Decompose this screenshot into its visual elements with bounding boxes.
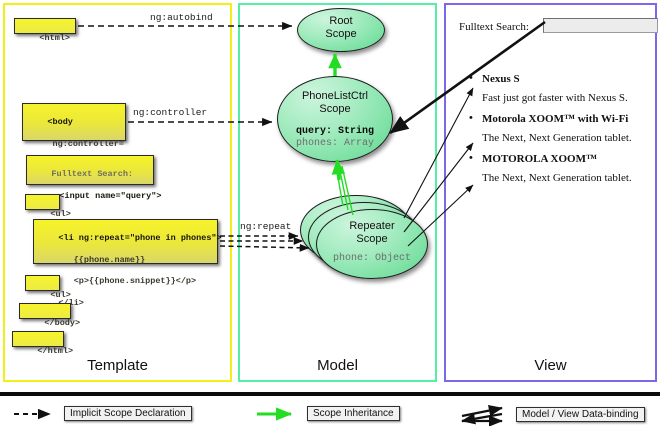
body-open-line2: ng:controller= [47,138,124,149]
legend-bidirectional-arrow-icon [461,404,503,426]
list-item[interactable]: Nexus S Fast just got faster with Nexus … [466,72,656,104]
legend-inheritance-label: Scope Inheritance [307,406,400,421]
li-line4: </li> [58,298,84,309]
html-close-text: </html> [37,345,74,356]
li-line3: <p>{{phone.snippet}}</p> [58,276,197,287]
ul-close-text: <ul> [50,289,71,300]
template-box-ul-open: <ul> [25,194,71,219]
legend-implicit: Implicit Scope Declaration [12,406,192,421]
body-close-text: </body> [44,317,81,328]
scope-repeater-prop-phone: phone: Object [332,253,411,265]
panel-template-title: Template [87,357,148,374]
li-line1: <li ng:repeat="phone in phones"> [58,232,222,243]
view-phone-list: Nexus S Fast just got faster with Nexus … [466,72,656,193]
label-ng-repeat: ng:repeat [240,221,292,232]
view-item-snippet: Fast just got faster with Nexus S. [482,92,628,104]
legend-inheritance: Scope Inheritance [255,406,400,421]
scope-root-line1: Root [329,15,353,27]
legend: Implicit Scope Declaration Scope Inherit… [0,400,660,435]
scope-phonelistctrl: PhoneListCtrl Scope query: String phones… [277,76,393,162]
legend-green-arrow-icon [257,406,293,421]
template-search-input-tag: <input name="query"> [59,190,162,201]
scope-repeater: Repeater Scope phone: Object [316,209,428,279]
scope-ctrl-prop-query: query: String [295,126,374,138]
panel-view: View Fulltext Search: Nexus S Fast just … [444,3,658,382]
template-box-html-close: </html> [12,331,73,356]
legend-databinding-label: Model / View Data-binding [516,406,645,422]
body-open-line1: <body [47,116,73,127]
ul-open-text: <ul> [50,208,71,219]
legend-implicit-label: Implicit Scope Declaration [64,406,192,421]
scope-root-line2: Scope [325,27,357,40]
label-ng-autobind: ng:autobind [150,12,213,23]
template-box-search: Fulltext Search: <input name="query"> [26,155,161,201]
view-item-name: Nexus S [466,72,656,85]
view-item-snippet: The Next, Next Generation tablet. [482,132,632,144]
panel-model: Model [238,3,437,382]
legend-dashed-arrow-icon [14,408,51,419]
li-line2: {{phone.name}} [58,254,146,265]
view-item-snippet: The Next, Next Generation tablet. [482,172,632,184]
panel-model-title: Model [317,357,358,374]
list-item[interactable]: MOTOROLA XOOM™ The Next, Next Generation… [466,152,656,184]
template-box-body-open: <body ng:controller= "PhoneListCtrl"> [22,103,134,170]
scope-ctrl-line2: Scope [319,102,351,115]
view-item-name: Motorola XOOM™ with Wi-Fi [466,112,656,125]
html-open-text: <html> [39,32,71,43]
legend-divider [0,392,660,396]
view-item-name: MOTOROLA XOOM™ [466,152,656,165]
label-ng-controller: ng:controller [133,107,208,118]
template-box-ul-close: <ul> [25,275,71,300]
template-box-body-close: </body> [19,303,80,328]
list-item[interactable]: Motorola XOOM™ with Wi-Fi The Next, Next… [466,112,656,144]
template-box-html-open: <html> [14,18,76,43]
scope-ctrl-prop-phones: phones: Array [295,138,374,150]
scope-ctrl-line1: PhoneListCtrl [301,90,369,102]
view-search-label: Fulltext Search: [459,21,529,33]
panel-view-title: View [534,357,567,374]
scope-repeater-line2: Scope [356,232,388,245]
legend-databinding: Model / View Data-binding [460,402,645,426]
template-search-label: Fulltext Search: [51,168,134,179]
template-box-li-repeat: <li ng:repeat="phone in phones"> {{phone… [33,219,222,308]
scope-repeater-line1: Repeater [349,220,395,232]
scope-root: Root Scope [297,8,385,52]
view-search-input[interactable] [543,18,658,33]
